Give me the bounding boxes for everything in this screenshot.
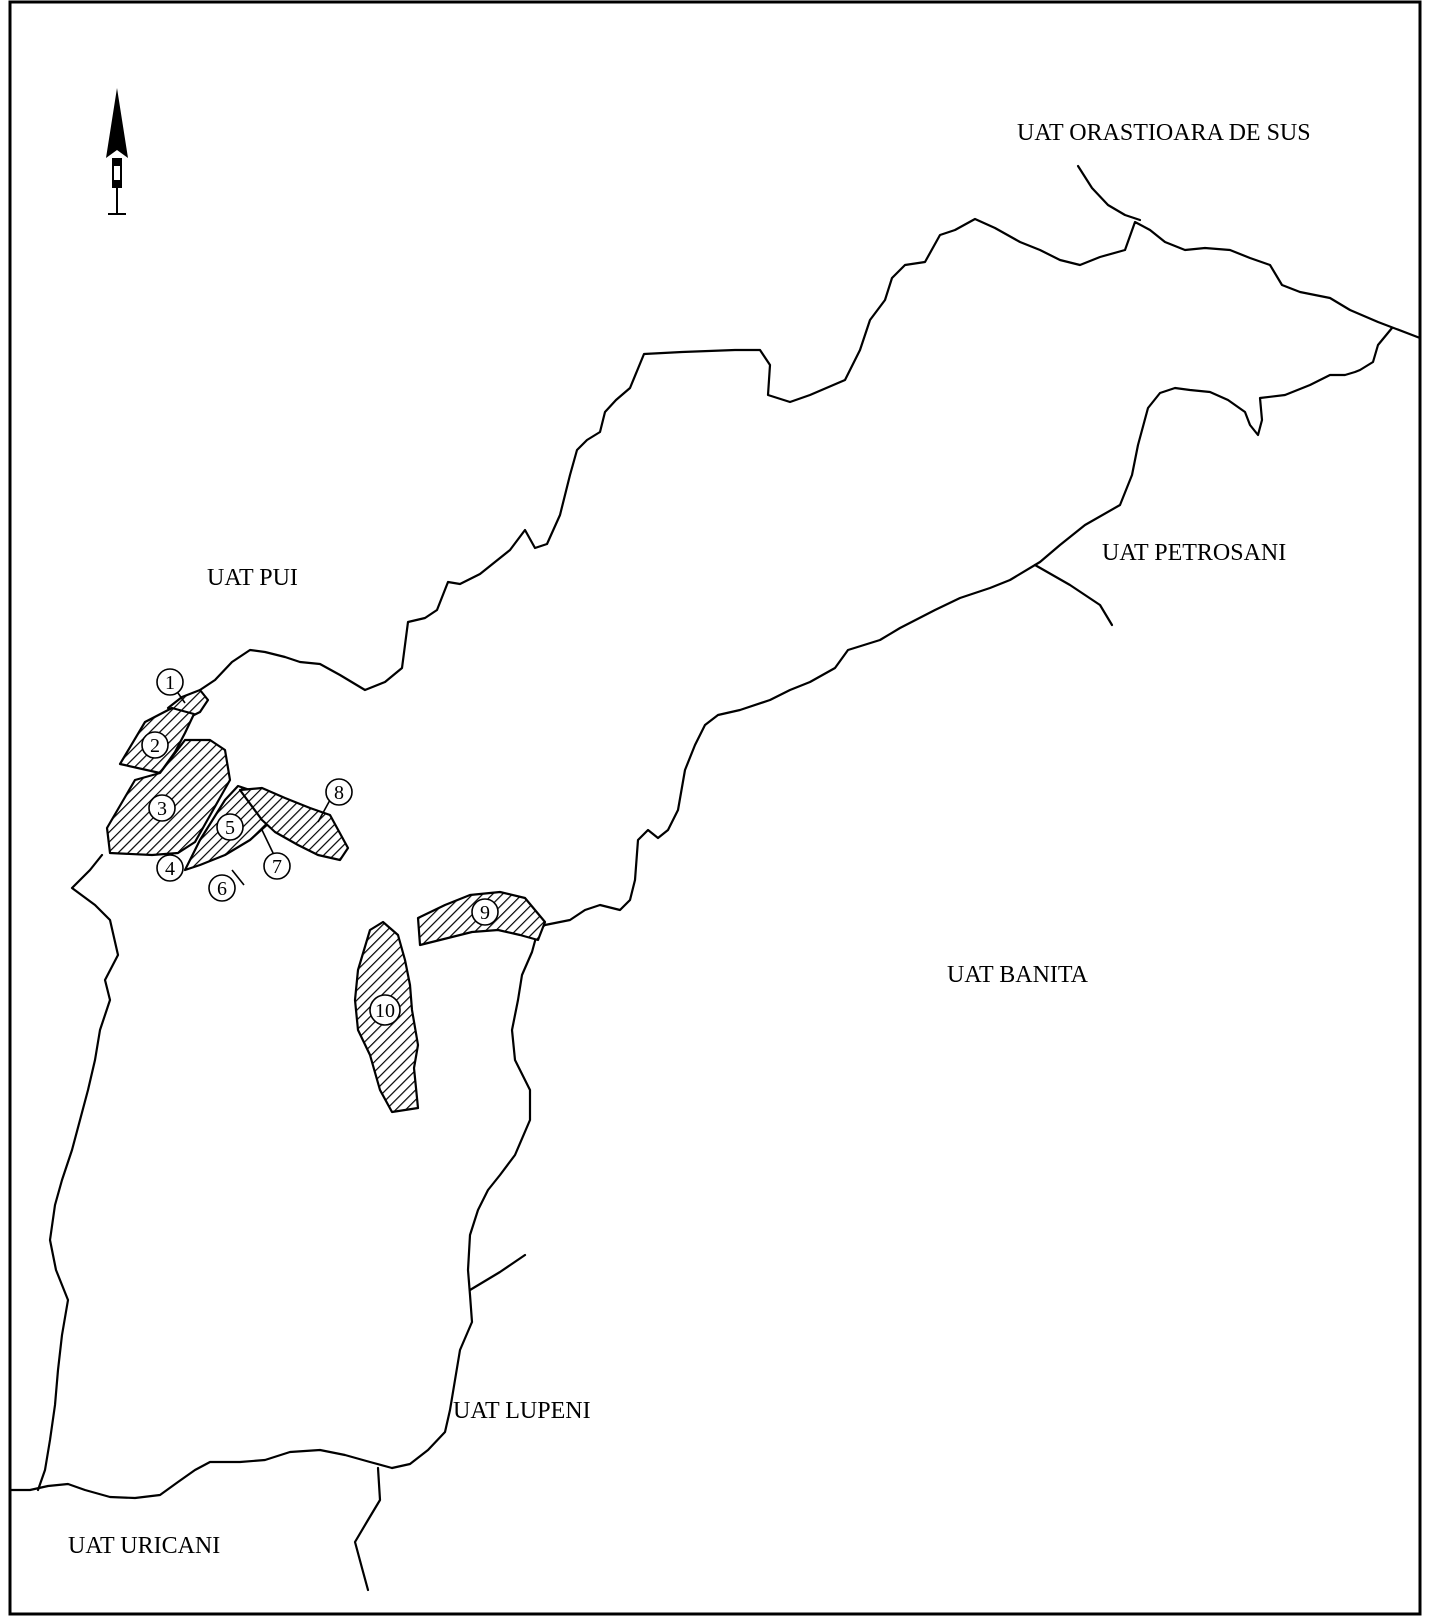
region-label-orastioara: UAT ORASTIOARA DE SUS <box>1017 120 1311 146</box>
marker-number: 1 <box>165 672 175 694</box>
marker-8: 8 <box>325 778 353 806</box>
marker-number: 3 <box>157 798 167 820</box>
north-arrow-icon <box>106 88 128 215</box>
marker-5: 5 <box>216 813 244 841</box>
marker-circle <box>148 794 176 822</box>
marker-number: 9 <box>480 902 490 924</box>
marker-circle <box>471 898 499 926</box>
marker-1: 1 <box>156 668 184 696</box>
marker-number: 6 <box>217 878 227 900</box>
marker-number: 8 <box>334 782 344 804</box>
marker-circle <box>263 852 291 880</box>
map-frame <box>8 0 1422 1616</box>
marker-number: 7 <box>272 856 282 878</box>
zone-7-8 <box>238 786 350 862</box>
boundary-south <box>8 1448 394 1500</box>
marker-7: 7 <box>263 852 291 880</box>
region-label-petrosani: UAT PETROSANI <box>1102 540 1286 566</box>
boundary-orastioara <box>1076 164 1142 222</box>
marker-number: 4 <box>165 858 175 880</box>
marker-layer: 1 2 3 4 5 6 7 8 9 10 <box>141 668 499 1026</box>
marker-3: 3 <box>148 794 176 822</box>
marker-number: 2 <box>150 735 160 757</box>
marker-circle <box>369 994 401 1026</box>
marker-circle <box>156 854 184 882</box>
marker-circle <box>141 731 169 759</box>
marker-number: 10 <box>375 1000 395 1022</box>
marker-10: 10 <box>369 994 401 1026</box>
boundary-north <box>188 217 1422 702</box>
boundary-petrosani <box>1033 563 1114 627</box>
marker-2: 2 <box>141 731 169 759</box>
marker-circle <box>156 668 184 696</box>
region-label-lupeni: UAT LUPENI <box>453 1398 591 1424</box>
marker-circle <box>325 778 353 806</box>
boundary-west <box>36 853 120 1492</box>
boundary-lupeni-branch <box>468 1253 527 1292</box>
marker-circle <box>216 813 244 841</box>
region-label-uricani: UAT URICANI <box>68 1533 220 1559</box>
marker-9: 9 <box>471 898 499 926</box>
marker-leaders <box>177 692 331 886</box>
boundary-east <box>536 326 1394 932</box>
boundary-lupeni <box>390 928 540 1470</box>
region-label-banita: UAT BANITA <box>947 962 1089 988</box>
region-label-pui: UAT PUI <box>207 565 298 591</box>
marker-6: 6 <box>208 874 236 902</box>
marker-4: 4 <box>156 854 184 882</box>
marker-number: 5 <box>225 817 235 839</box>
marker-circle <box>208 874 236 902</box>
boundary-uricani <box>353 1466 382 1592</box>
